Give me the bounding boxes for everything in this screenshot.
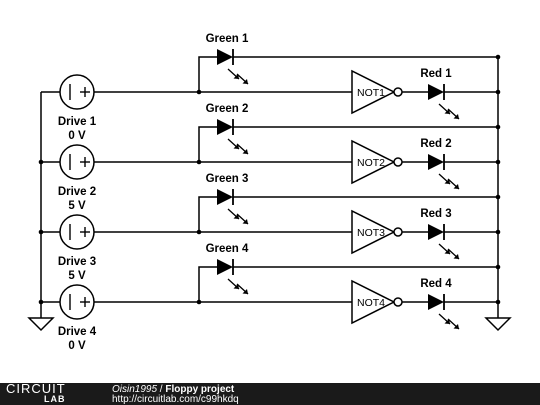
green-led-3-light-arrows xyxy=(227,208,249,225)
not-gate-1-bubble xyxy=(393,87,403,97)
circuit-schematic: Drive 1 0 V Green 1 NOT1 Red 1 Drive 2 5 V Gree… xyxy=(27,33,512,352)
drive-2-voltage: 5 V xyxy=(68,200,86,212)
junction-dot xyxy=(495,194,501,200)
drive-2-label: Drive 2 xyxy=(58,186,96,198)
junction-dot xyxy=(38,299,44,305)
junction-dot xyxy=(495,264,501,270)
not-gate-4-label: NOT4 xyxy=(357,297,385,309)
red-led-2-label: Red 2 xyxy=(420,138,451,150)
footer-bar: CIRCUIT LAB Oisin1995 / Floppy project h… xyxy=(0,381,540,405)
red-led-1-light-arrows xyxy=(438,103,460,120)
emission-arrowhead xyxy=(453,114,459,119)
emission-arrowhead xyxy=(242,219,248,224)
red-led-3-label: Red 3 xyxy=(420,208,451,220)
red-led-2-light-arrows xyxy=(438,173,460,190)
junction-dot xyxy=(495,159,501,165)
title-separator: / xyxy=(157,384,166,395)
green-led-3-diode xyxy=(217,189,233,205)
ground-symbol xyxy=(27,317,55,332)
green-2-branch xyxy=(198,126,217,162)
red-led-4-light-arrows xyxy=(438,313,460,330)
green-led-4-light-arrows xyxy=(227,278,249,295)
not-gate-1 xyxy=(351,69,396,115)
emission-arrowhead xyxy=(453,184,459,189)
red-led-3-diode xyxy=(428,224,444,240)
green-led-2-label: Green 2 xyxy=(206,103,249,115)
circuitlab-logo[interactable]: CIRCUIT LAB xyxy=(6,381,66,404)
not-gate-1-label: NOT1 xyxy=(357,87,385,99)
not-gate-2-label: NOT2 xyxy=(357,157,385,169)
drive-4-label: Drive 4 xyxy=(58,326,97,338)
junction-dot xyxy=(495,299,501,305)
not-gate-3-label: NOT3 xyxy=(357,227,385,239)
junction-dot xyxy=(495,54,501,60)
green-led-2-light-arrows xyxy=(227,138,249,155)
green-1-branch xyxy=(198,56,217,92)
junction-dot xyxy=(495,89,501,95)
red-led-1-label: Red 1 xyxy=(420,68,452,80)
junction-dot xyxy=(38,229,44,235)
not-gate-3-bubble xyxy=(393,227,403,237)
green-3-branch xyxy=(198,196,217,232)
project-info: Oisin1995 / Floppy project http://circui… xyxy=(112,385,239,405)
author-name[interactable]: Oisin1995 xyxy=(112,384,158,395)
emission-arrowhead xyxy=(242,79,248,84)
drive-3-voltage: 5 V xyxy=(68,270,86,282)
not-gate-4-bubble xyxy=(393,297,403,307)
drive-4-voltage: 0 V xyxy=(68,340,86,352)
logo-text-lab: LAB xyxy=(44,394,66,404)
emission-arrowhead xyxy=(453,254,459,259)
green-led-3-label: Green 3 xyxy=(206,173,249,185)
junction-dot xyxy=(495,124,501,130)
not-gate-3 xyxy=(351,209,396,255)
junction-dot xyxy=(38,159,44,165)
emission-arrowhead xyxy=(242,289,248,294)
not-gate-2 xyxy=(351,139,396,185)
ground-symbol xyxy=(484,317,512,332)
emission-arrowhead xyxy=(242,149,248,154)
logo-text-circuit: CIRCUIT xyxy=(6,381,66,396)
red-led-4-diode xyxy=(428,294,444,310)
green-led-1-light-arrows xyxy=(227,68,249,85)
project-title: Floppy project xyxy=(165,384,235,395)
red-led-2-diode xyxy=(428,154,444,170)
not-gate-2-bubble xyxy=(393,157,403,167)
drive-1-voltage: 0 V xyxy=(68,130,86,142)
project-url[interactable]: http://circuitlab.com/c99hkdq xyxy=(112,394,239,405)
green-led-1-diode xyxy=(217,49,233,65)
red-led-1-diode xyxy=(428,84,444,100)
drive-3-label: Drive 3 xyxy=(58,256,96,268)
junction-dot xyxy=(495,229,501,235)
red-led-4-label: Red 4 xyxy=(420,278,452,290)
emission-arrowhead xyxy=(453,324,459,329)
green-led-1-label: Green 1 xyxy=(206,33,249,45)
green-led-4-label: Green 4 xyxy=(206,243,249,255)
red-led-3-light-arrows xyxy=(438,243,460,260)
green-led-2-diode xyxy=(217,119,233,135)
green-led-4-diode xyxy=(217,259,233,275)
drive-1-label: Drive 1 xyxy=(58,116,97,128)
green-4-branch xyxy=(198,266,217,302)
not-gate-4 xyxy=(351,279,396,325)
